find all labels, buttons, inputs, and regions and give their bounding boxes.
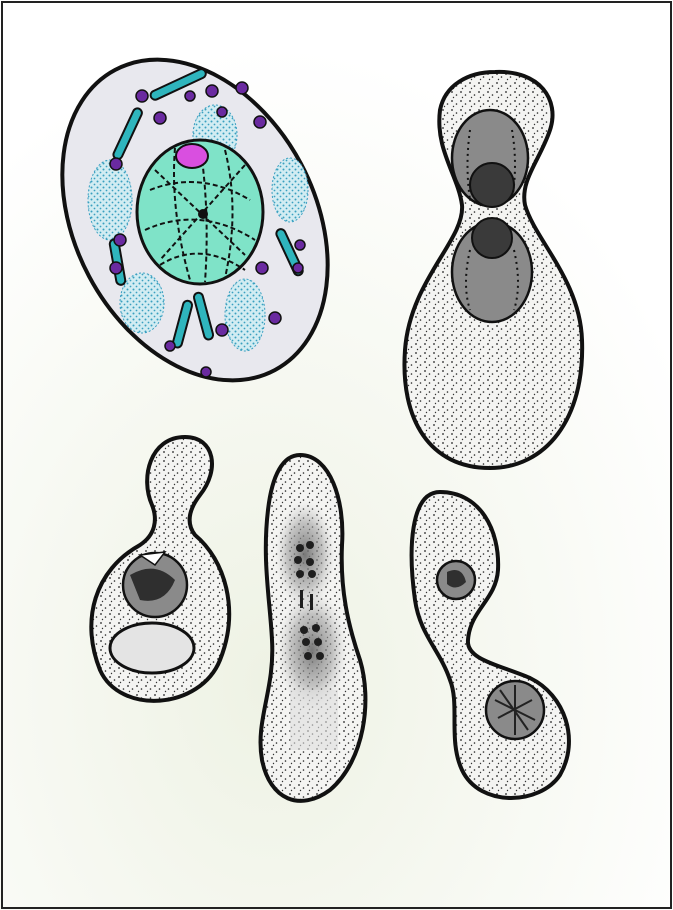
nucleolus bbox=[176, 144, 208, 168]
nucleus bbox=[437, 561, 475, 599]
nucleus bbox=[137, 140, 263, 284]
vacuole bbox=[110, 623, 194, 673]
nucleus bbox=[123, 552, 187, 617]
nucleus bbox=[486, 681, 544, 739]
